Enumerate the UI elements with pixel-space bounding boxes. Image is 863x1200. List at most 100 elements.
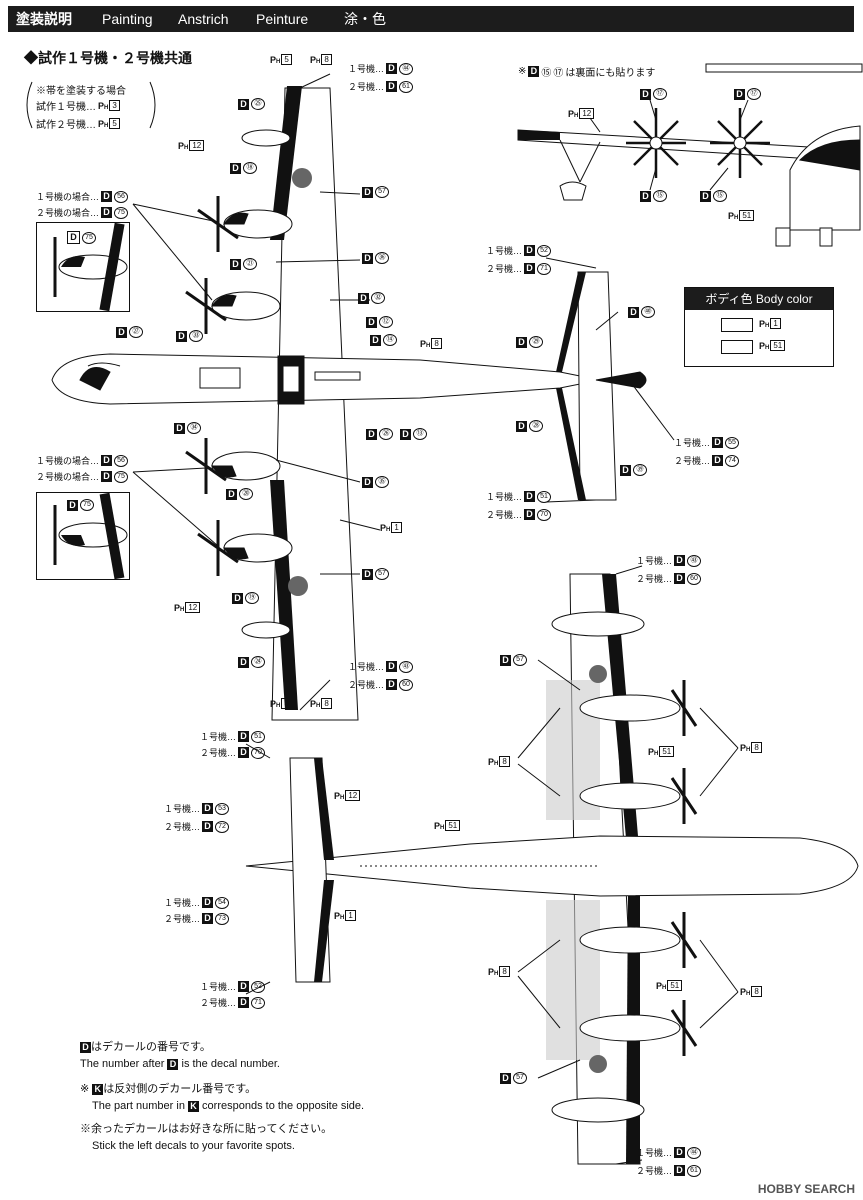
header-fr: Peinture — [256, 11, 309, 27]
header-de: Anstrich — [178, 11, 229, 27]
front-view-aircraft — [517, 63, 863, 247]
note-5: ※余ったデカールはお好きな所に貼ってください。 — [80, 1123, 333, 1135]
section-title: ◆試作１号機・２号機共通 — [24, 50, 192, 66]
band-note-line1: ※帯を塗装する場合 — [36, 86, 126, 97]
header-cn: 涂・色 — [344, 11, 386, 27]
page-header: 塗装説明 Painting Anstrich Peinture 涂・色 — [8, 6, 854, 32]
header-jp: 塗装説明 — [16, 11, 72, 27]
note-2: The number after D is the decal number. — [80, 1058, 280, 1070]
bottom-view-aircraft — [245, 565, 859, 1165]
color-swatch — [721, 340, 753, 354]
body-color-title: ボディ色 Body color — [685, 288, 833, 310]
note-6: Stick the left decals to your favorite s… — [92, 1140, 295, 1152]
top-view-aircraft — [51, 73, 675, 721]
watermark: HOBBY SEARCH — [757, 1182, 855, 1196]
header-en: Painting — [102, 11, 153, 27]
color-swatch — [721, 318, 753, 332]
